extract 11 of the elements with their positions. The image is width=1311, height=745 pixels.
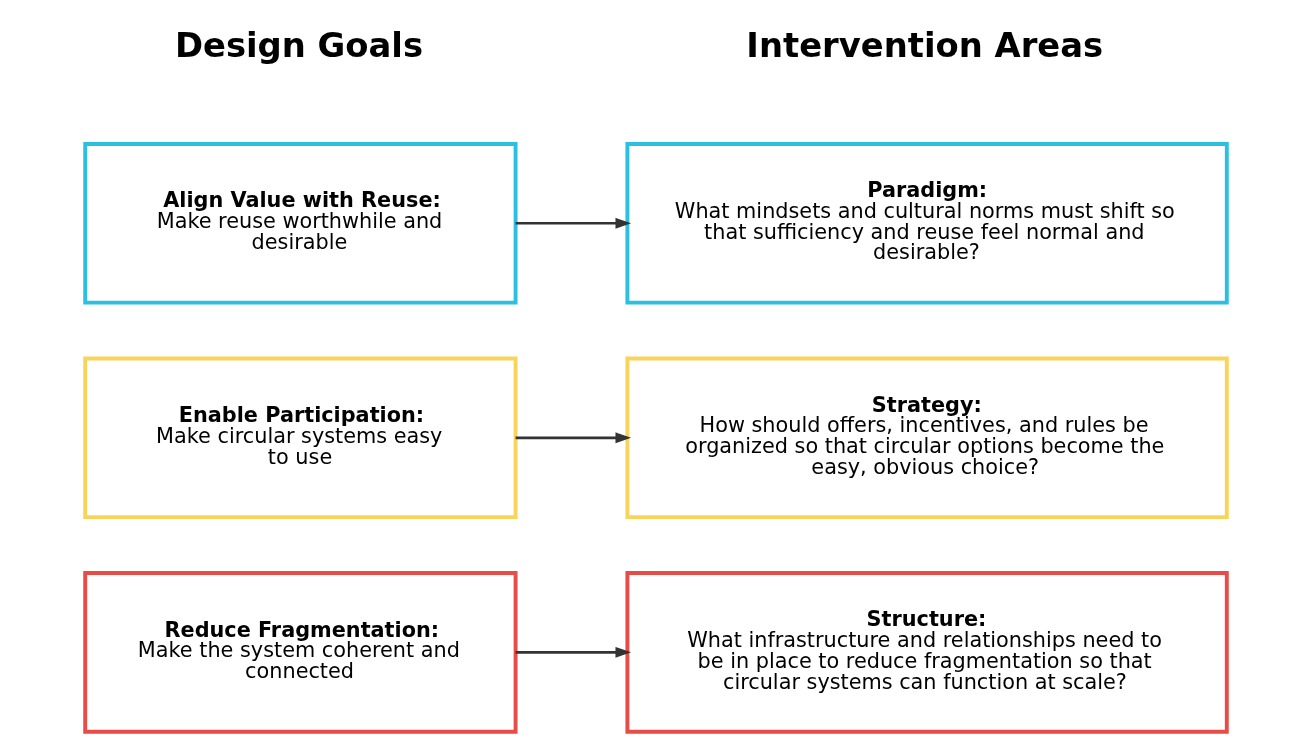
node-box: Reduce Fragmentation: Make the system coherent and connected [82,571,518,734]
node-box: Enable Participation: Make circular systems easy to use [82,356,518,520]
node-box: Structure: What infrastructure and relationships need to be in place to reduce fragmentation so that circular systems can function at scale? [624,571,1229,734]
label: Intervention Areas [745,26,1103,66]
label: Design Goals [174,26,423,66]
node-box: Strategy: How should offers, incentives, and rules be organized so that circular options become the easy, obvious choice? [624,356,1229,520]
node-box: Align Value with Reuse: Make reuse worthwhile and desirable [82,142,518,305]
arrow [515,432,631,444]
arrow [515,646,631,658]
arrow [515,217,631,229]
node-box: Paradigm: What mindsets and cultural norms must shift so that sufficiency and reuse feel normal and desirable? [624,142,1229,305]
